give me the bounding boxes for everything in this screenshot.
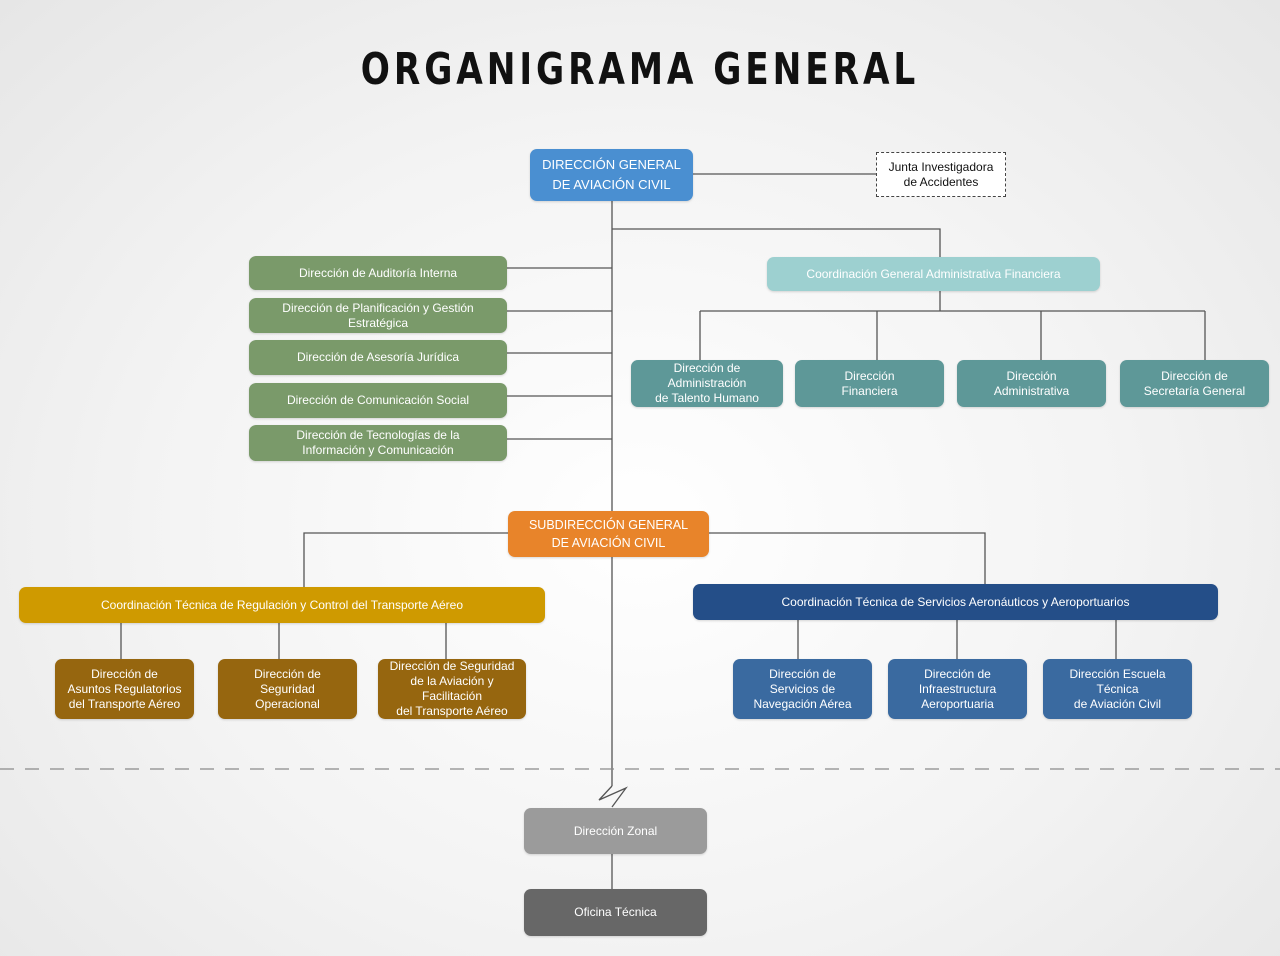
coordinacion-administrativa-box[interactable]: Coordinación General Administrativa Fina… [767,257,1100,291]
navegacion-aerea-box[interactable]: Dirección de Servicios de Navegación Aér… [733,659,872,719]
oficina-tecnica-box[interactable]: Oficina Técnica [524,889,707,936]
seguridad-operacional-label: Dirección de Seguridad Operacional [254,666,321,711]
planificacion-box[interactable]: Dirección de Planificación y Gestión Est… [249,298,507,333]
infraestructura-label: Dirección de Infraestructura Aeroportuar… [918,666,997,711]
direccion-zonal-box[interactable]: Dirección Zonal [524,808,707,854]
asuntos-regulatorios-box[interactable]: Dirección de Asuntos Regulatorios del Tr… [55,659,194,719]
direccion-general-label: DIRECCIÓN GENERAL DE AVIACIÓN CIVIL [542,157,681,192]
tecnologias-label: Dirección de Tecnologías de la Informaci… [296,428,460,457]
page-title: ORGANIGRAMA GENERAL [360,44,920,95]
auditoria-box[interactable]: Dirección de Auditoría Interna [249,256,507,290]
junta-investigadora-box[interactable]: Junta Investigadora de Accidentes [876,152,1006,197]
asesoria-label: Dirección de Asesoría Jurídica [296,350,460,364]
escuela-tecnica-label: Dirección Escuela Técnica de Aviación Ci… [1069,666,1166,711]
navegacion-aerea-label: Dirección de Servicios de Navegación Aér… [753,666,852,711]
seguridad-operacional-box[interactable]: Dirección de Seguridad Operacional [218,659,357,719]
tecnologias-box[interactable]: Dirección de Tecnologías de la Informaci… [249,425,507,461]
subdireccion-label: SUBDIRECCIÓN GENERAL DE AVIACIÓN CIVIL [528,518,689,550]
comunicacion-box[interactable]: Dirección de Comunicación Social [249,383,507,418]
asesoria-box[interactable]: Dirección de Asesoría Jurídica [249,340,507,375]
comunicacion-label: Dirección de Comunicación Social [286,393,470,407]
talento-humano-box[interactable]: Dirección de Administración de Talento H… [631,360,783,407]
escuela-tecnica-box[interactable]: Dirección Escuela Técnica de Aviación Ci… [1043,659,1192,719]
secretaria-general-box[interactable]: Dirección de Secretaría General [1120,360,1269,407]
direccion-zonal-label: Dirección Zonal [573,823,658,838]
asuntos-regulatorios-label: Dirección de Asuntos Regulatorios del Tr… [67,666,182,711]
planificacion-label: Dirección de Planificación y Gestión Est… [282,300,474,330]
financiera-box[interactable]: Dirección Financiera [795,360,944,407]
financiera-label: Dirección Financiera [841,368,898,398]
direccion-general-box[interactable]: DIRECCIÓN GENERAL DE AVIACIÓN CIVIL [530,149,693,201]
seguridad-aviacion-box[interactable]: Dirección de Seguridad de la Aviación y … [378,659,526,719]
coordinacion-regulacion-label: Coordinación Técnica de Regulación y Con… [101,597,463,612]
subdireccion-box[interactable]: SUBDIRECCIÓN GENERAL DE AVIACIÓN CIVIL [508,511,709,557]
administrativa-box[interactable]: Dirección Administrativa [957,360,1106,407]
talento-humano-label: Dirección de Administración de Talento H… [655,361,759,405]
coordinacion-regulacion-box[interactable]: Coordinación Técnica de Regulación y Con… [19,587,545,623]
oficina-tecnica-label: Oficina Técnica [574,905,657,919]
coordinacion-servicios-label: Coordinación Técnica de Servicios Aeroná… [781,594,1130,609]
seguridad-aviacion-label: Dirección de Seguridad de la Aviación y … [389,659,515,718]
junta-investigadora-label: Junta Investigadora de Accidentes [888,159,994,189]
coordinacion-servicios-box[interactable]: Coordinación Técnica de Servicios Aeroná… [693,584,1218,620]
auditoria-label: Dirección de Auditoría Interna [298,265,458,280]
administrativa-label: Dirección Administrativa [993,368,1070,398]
secretaria-general-label: Dirección de Secretaría General [1143,368,1246,398]
infraestructura-box[interactable]: Dirección de Infraestructura Aeroportuar… [888,659,1027,719]
coordinacion-administrativa-label: Coordinación General Administrativa Fina… [806,266,1061,281]
